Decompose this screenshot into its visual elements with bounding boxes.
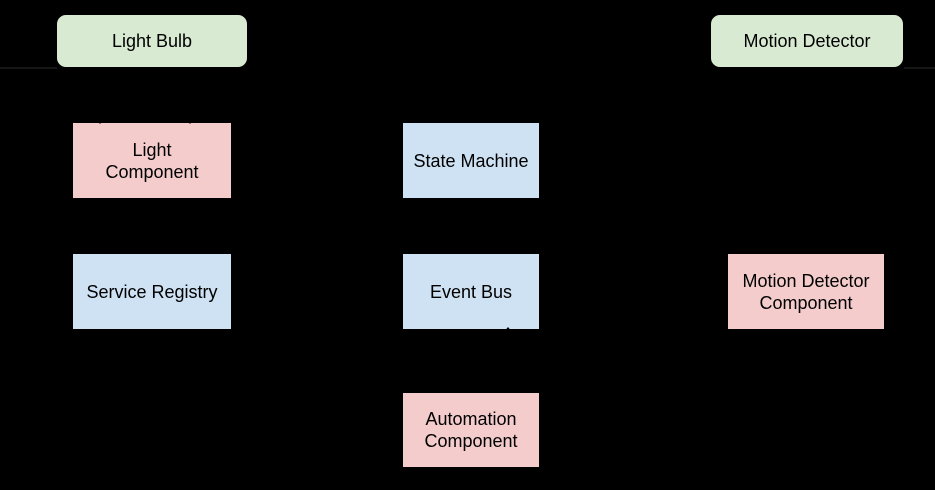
node-automation-component: Automation Component: [402, 392, 540, 468]
connector-arrowhead-icon: [185, 118, 195, 124]
node-motion-detector-component: Motion Detector Component: [727, 253, 885, 330]
node-light-bulb: Light Bulb: [56, 14, 248, 68]
node-event-bus: Event Bus: [402, 253, 540, 330]
node-motion-detector: Motion Detector: [710, 14, 904, 68]
faint-boundary-line-right: [904, 67, 935, 69]
faint-boundary-line-left: [0, 67, 57, 69]
node-light-component: Light Component: [72, 122, 232, 199]
node-state-machine: State Machine: [402, 122, 540, 199]
node-service-registry: Service Registry: [72, 253, 232, 330]
connector-arrowhead-icon: [95, 118, 105, 124]
connector-arrowhead-icon: [503, 327, 513, 333]
